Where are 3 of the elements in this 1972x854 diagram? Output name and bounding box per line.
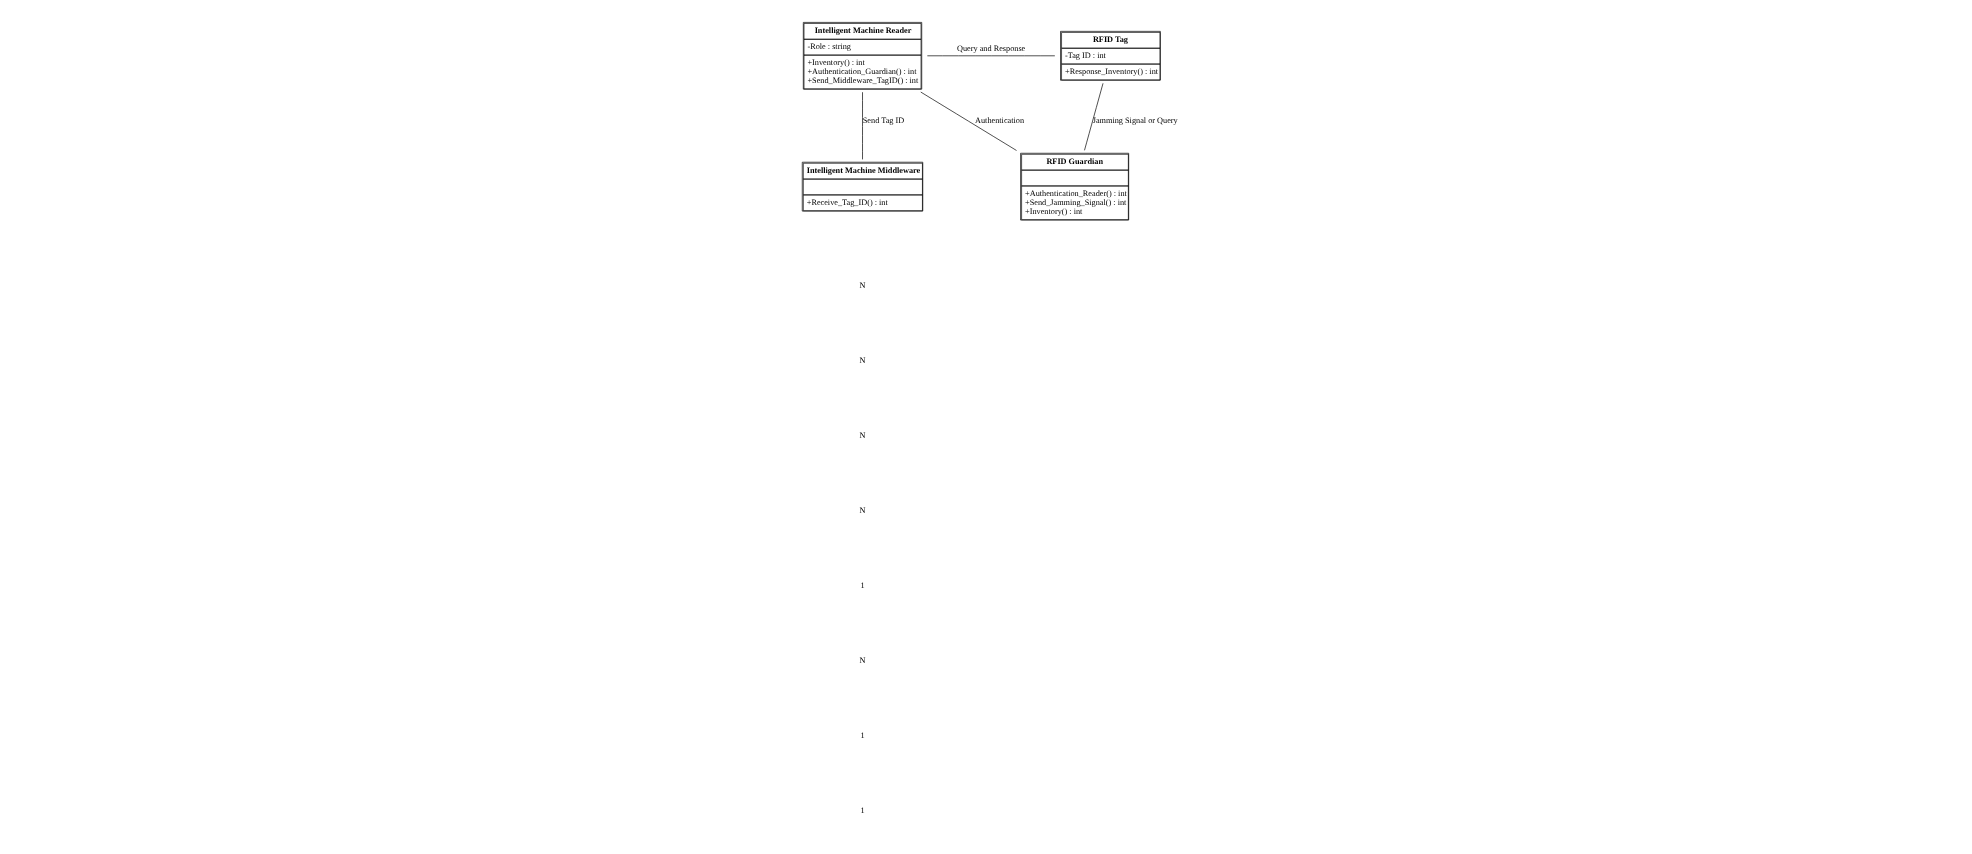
connector — [861, 91, 862, 160]
connector — [1083, 82, 1103, 151]
connector — [919, 91, 1016, 151]
